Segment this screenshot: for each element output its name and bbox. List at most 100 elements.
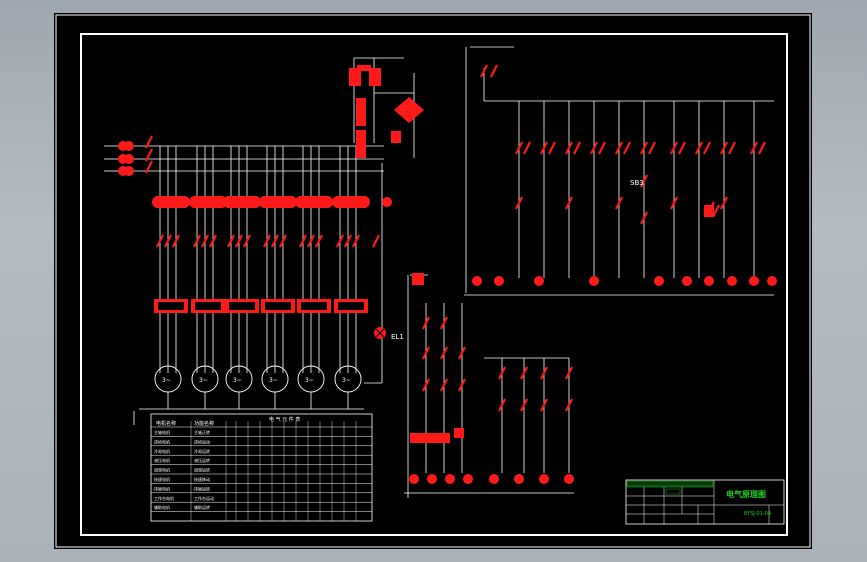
transformer-coil [349,68,361,86]
drawing-sheet: 3~3~3~3~3~3~ EL1 SB3 电 气 元 件 表 电机名称 功能名称… [54,13,812,549]
component-table: 电 气 元 件 表 电机名称 功能名称 主轴电机主轴正转进给电机进给运动冷却电机… [150,413,373,522]
relay-contact [523,141,531,155]
contactor-contact [172,234,180,248]
coil-terminal [494,276,504,286]
contact [422,346,430,360]
table-cell-motor: 液压电机 [154,457,170,463]
relay-contact [670,141,678,155]
wiring-layer [104,46,774,498]
table-cell-function: 进给运动 [194,438,210,444]
control-switch [490,64,498,78]
relay-contact [565,196,573,210]
branch-fuse [332,196,344,208]
motor-symbol [334,365,362,393]
control-switch [372,234,380,248]
contact [458,346,466,360]
motor-label: 3~ [199,377,208,384]
main-fuse [124,154,134,164]
drawing-name: 电气原理图 [726,489,766,499]
motor-label: 3~ [269,377,278,384]
table-cell-motor: 润滑电机 [154,467,170,473]
contact [422,378,430,392]
relay-contact [598,141,606,155]
table-cell-function: 液压运转 [194,457,210,463]
transformer-coil [357,65,371,71]
relay-contact [565,141,573,155]
coil-terminal [704,276,714,286]
relay-contact [548,141,556,155]
relay-contact [678,141,686,155]
coil-terminal [767,276,777,286]
contact [422,316,430,330]
branch-fuse [223,196,235,208]
relay-contact [573,141,581,155]
coil-terminal [682,276,692,286]
motor-symbol [297,365,325,393]
table-cell-function: 辅助运转 [194,504,210,510]
contactor-contact [336,234,344,248]
motor-label: 3~ [342,377,351,384]
coil-terminal [445,474,455,484]
contactor-contact [307,234,315,248]
table-cell-function: 润滑运转 [194,467,210,473]
relay-coil [454,428,464,438]
relay-contact [623,141,631,155]
relay-contact [695,141,703,155]
contact [565,366,573,380]
table-cell-motor: 工作台电机 [154,495,174,501]
relay-contact [648,141,656,155]
contactor-contact [201,234,209,248]
thermal-relay-core [229,302,255,310]
label-layer: 3~3~3~3~3~3~ [162,377,351,384]
branch-fuse [156,196,186,208]
coil-terminal [589,276,599,286]
relay-contact [640,141,648,155]
thermal-relay-core [338,302,364,310]
thermal-relay-core [265,302,291,310]
contact [498,366,506,380]
contact [440,346,448,360]
table-cell-motor: 进给电机 [154,438,170,444]
contactor-block [410,433,450,443]
contact [498,398,506,412]
motor-label: 3~ [162,377,171,384]
table-cell-function: 主轴正转 [194,429,210,435]
bridge-rectifier [394,97,424,123]
fuse [391,131,401,143]
contactor-contact [243,234,251,248]
contactor-contact [271,234,279,248]
motor-symbol [154,365,182,393]
branch-fuse [178,196,190,208]
branch-fuse [285,196,297,208]
rectifier [356,98,366,126]
table-header: 电 气 元 件 表 [269,416,300,423]
coil-terminal [654,276,664,286]
branch-fuse [249,196,261,208]
transformer-coil [369,68,381,86]
relay-coil [412,273,424,285]
table-cell-motor: 排屑电机 [154,485,170,491]
title-block: 电气原理图 BYSJ-01-04 [625,479,785,525]
relay-contact [703,141,711,155]
table-col1: 电机名称 [156,420,176,427]
contactor-contact [156,234,164,248]
branch-fuse [152,196,164,208]
contactor-contact [263,234,271,248]
branch-fuse [299,196,329,208]
component-layer [118,64,777,484]
contact [520,398,528,412]
thermal-relay-core [158,302,184,310]
coil-terminal [749,276,759,286]
contact [565,398,573,412]
contactor-contact [235,234,243,248]
table-cell-motor: 快速电机 [154,476,170,482]
relay-contact [720,196,728,210]
motor-symbol [225,365,253,393]
coil-terminal [727,276,737,286]
branch-fuse [193,196,223,208]
contact [520,366,528,380]
contact [440,378,448,392]
coil-terminal [489,474,499,484]
table-cell-function: 工作台运动 [194,495,214,501]
